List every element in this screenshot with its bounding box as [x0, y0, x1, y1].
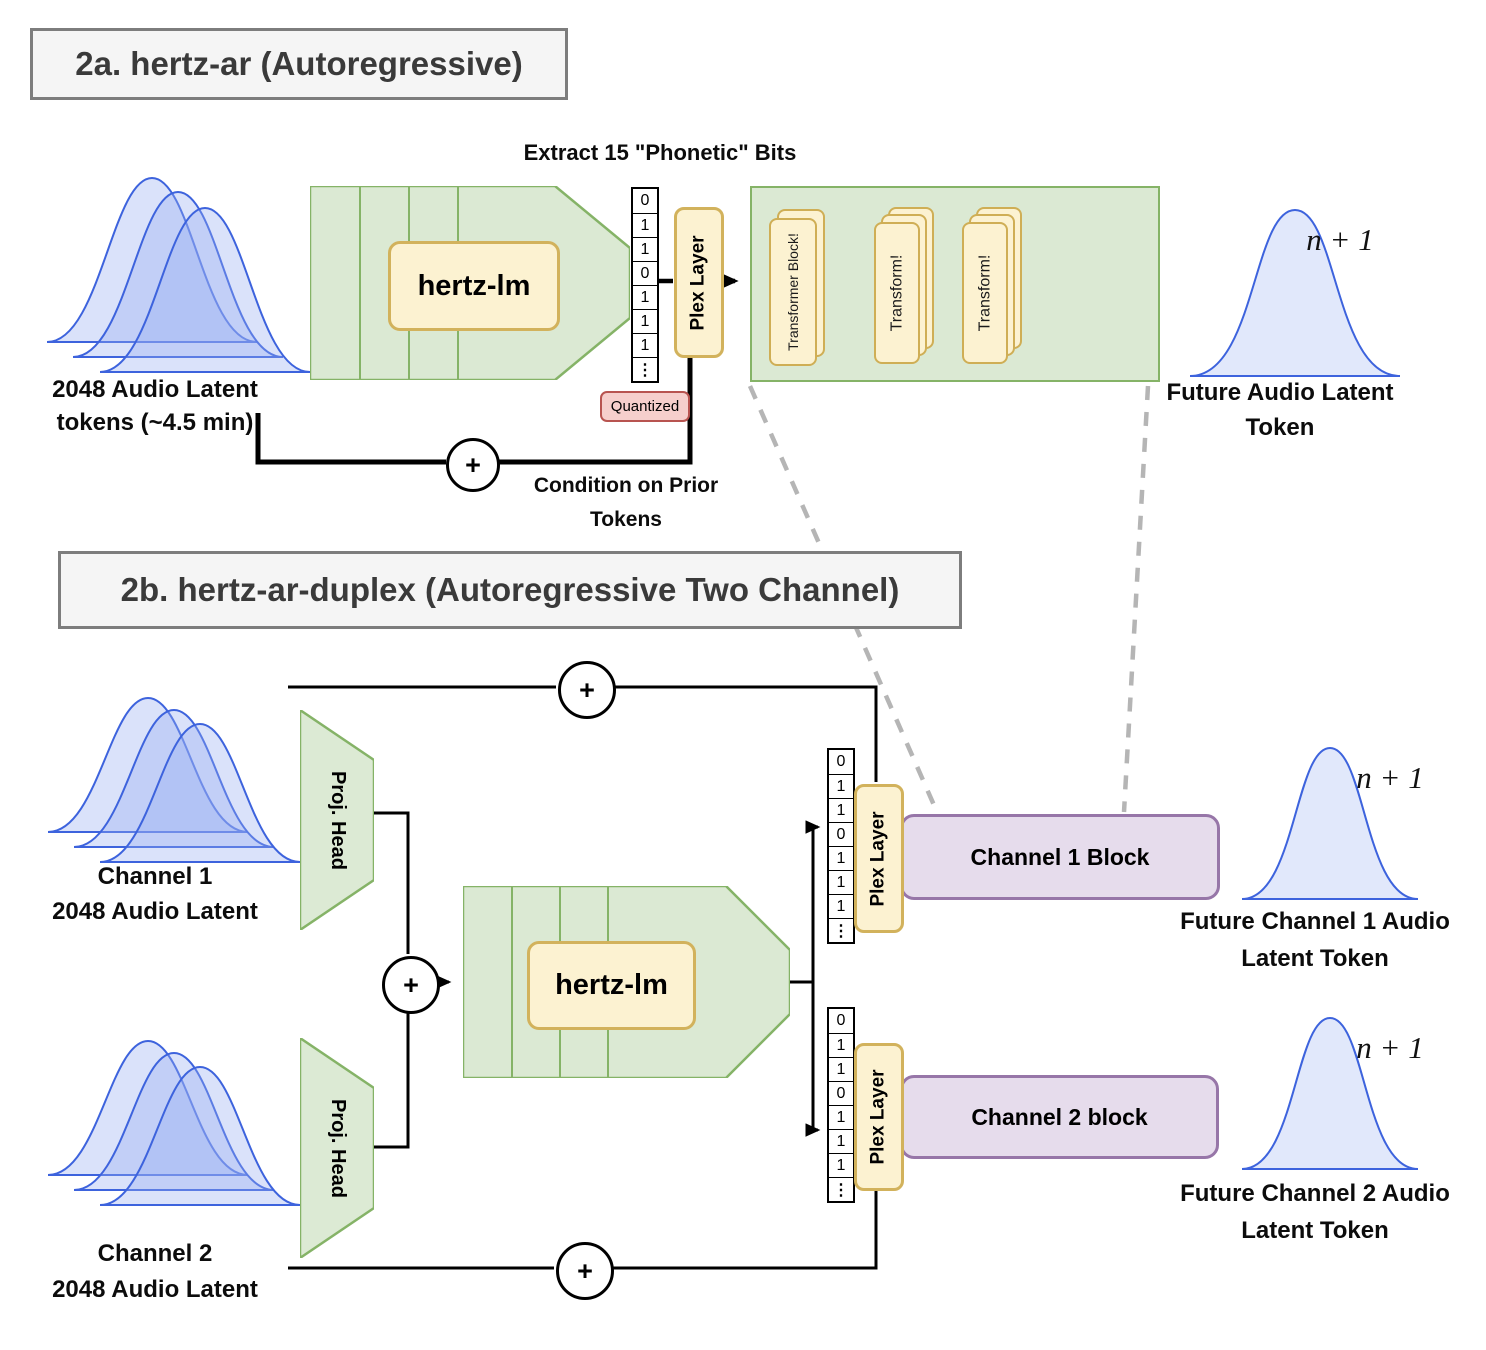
extract-bits-label: Extract 15 "Phonetic" Bits [523, 140, 797, 165]
channel2-label-line2: 2048 Audio Latent [52, 1276, 258, 1303]
stack-label: Transform! [976, 254, 993, 332]
plex-layer-label: Plex Layer [688, 234, 710, 331]
channel1-label-line1: Channel 1 [97, 863, 213, 890]
future-token-curve-2a [1189, 208, 1401, 377]
transformer-stack-2: Transform! [874, 207, 936, 365]
future-ch1-label-line1: Future Channel 1 Audio [1180, 908, 1450, 935]
bit-cell: 1 [633, 333, 657, 357]
bit-cell-ellipsis: ⋮ [829, 918, 853, 942]
channel1-block: Channel 1 Block [900, 814, 1220, 900]
bit-column-2a: 0 1 1 0 1 1 1 ⋮ [631, 187, 659, 383]
bit-cell: 0 [633, 261, 657, 285]
wire-projhead1-to-plus [374, 811, 410, 954]
future-token-curve-ch2 [1241, 1016, 1419, 1170]
channel1-label-line2: 2048 Audio Latent [52, 898, 258, 925]
plex-layer-ch2-label: Plex Layer [868, 1069, 890, 1165]
future-token-index-ch2: n + 1 [1356, 1030, 1424, 1065]
channel2-block: Channel 2 block [900, 1075, 1219, 1159]
input-label-line2: tokens (~4.5 min) [56, 409, 254, 436]
bit-cell: 0 [633, 189, 657, 213]
bit-cell: 1 [633, 213, 657, 237]
future-label-line1-2a: Future Audio Latent [1166, 379, 1394, 406]
proj-head-2: Proj. Head [298, 1035, 376, 1261]
condition-label-line2: Tokens [590, 508, 662, 531]
stack-sheet-front: Transformer Block! [769, 218, 817, 366]
bit-cell: 1 [633, 285, 657, 309]
future-token-index-2a: n + 1 [1306, 222, 1374, 257]
wire-encoder-split [790, 827, 815, 1130]
plex-layer-2a: Plex Layer [674, 207, 724, 358]
bit-cell: 1 [829, 1033, 853, 1057]
section-a-title: 2a. hertz-ar (Autoregressive) [30, 28, 568, 100]
channel2-curves [47, 1039, 301, 1206]
bit-cell-ellipsis: ⋮ [633, 357, 657, 381]
section-b-title: 2b. hertz-ar-duplex (Autoregressive Two … [58, 551, 962, 629]
plex-layer-ch1: Plex Layer [854, 784, 904, 933]
future-ch1-label-line2: Latent Token [1241, 945, 1389, 972]
bit-cell: 0 [829, 1081, 853, 1105]
future-token-curve-ch1 [1241, 746, 1419, 900]
dashed-guide-right [1121, 385, 1151, 813]
bit-cell: 0 [829, 1009, 853, 1033]
bit-cell: 1 [829, 798, 853, 822]
bit-cell: 0 [829, 750, 853, 774]
input-label-line1: 2048 Audio Latent [52, 376, 258, 403]
channel2-label-line1: Channel 2 [97, 1240, 213, 1267]
channel1-curves [47, 696, 301, 863]
quantized-badge: Quantized [600, 391, 690, 422]
hertz-lm-box-2a: hertz-lm [388, 241, 560, 331]
bit-cell: 0 [829, 822, 853, 846]
bit-cell: 1 [829, 774, 853, 798]
plus-node-condition: + [446, 438, 500, 492]
stack-sheet-front: Transform! [962, 222, 1008, 364]
proj-head-2-label: Proj. Head [326, 1098, 349, 1198]
plex-layer-ch1-label: Plex Layer [868, 810, 890, 907]
future-label-line2-2a: Token [1245, 414, 1315, 441]
plus-node-merge: + [382, 956, 440, 1014]
stack-label: Transformer Block! [785, 233, 802, 351]
bit-cell: 1 [829, 1153, 853, 1177]
bit-column-ch2: 0 1 1 0 1 1 1 ⋮ [827, 1007, 855, 1203]
audio-latent-curves-2a [46, 176, 310, 373]
bit-cell: 1 [829, 1057, 853, 1081]
condition-label-line1: Condition on Prior [533, 474, 719, 497]
bit-cell: 1 [829, 1105, 853, 1129]
stack-label: Transform! [888, 254, 905, 332]
bit-cell: 1 [829, 870, 853, 894]
plus-node-skip-bottom: + [556, 1242, 614, 1300]
bit-cell-ellipsis: ⋮ [829, 1177, 853, 1201]
stack-sheet-front: Transform! [874, 222, 920, 364]
future-ch2-label-line1: Future Channel 2 Audio [1180, 1180, 1450, 1207]
bit-cell: 1 [829, 846, 853, 870]
bit-column-ch1: 0 1 1 0 1 1 1 ⋮ [827, 748, 855, 944]
bit-cell: 1 [829, 894, 853, 918]
plus-node-skip-top: + [558, 661, 616, 719]
proj-head-1-label: Proj. Head [326, 770, 349, 870]
transformer-stack-3: Transform! [962, 207, 1024, 365]
hertz-lm-box-2b: hertz-lm [527, 941, 696, 1030]
bit-cell: 1 [633, 237, 657, 261]
bit-cell: 1 [829, 1129, 853, 1153]
future-token-index-ch1: n + 1 [1356, 760, 1424, 795]
transformer-stack-1: Transformer Block! [769, 209, 825, 366]
proj-head-1: Proj. Head [298, 707, 376, 933]
wire-projhead2-to-plus [374, 1010, 410, 1149]
bit-cell: 1 [633, 309, 657, 333]
plex-layer-ch2: Plex Layer [854, 1043, 904, 1191]
future-ch2-label-line2: Latent Token [1241, 1217, 1389, 1244]
